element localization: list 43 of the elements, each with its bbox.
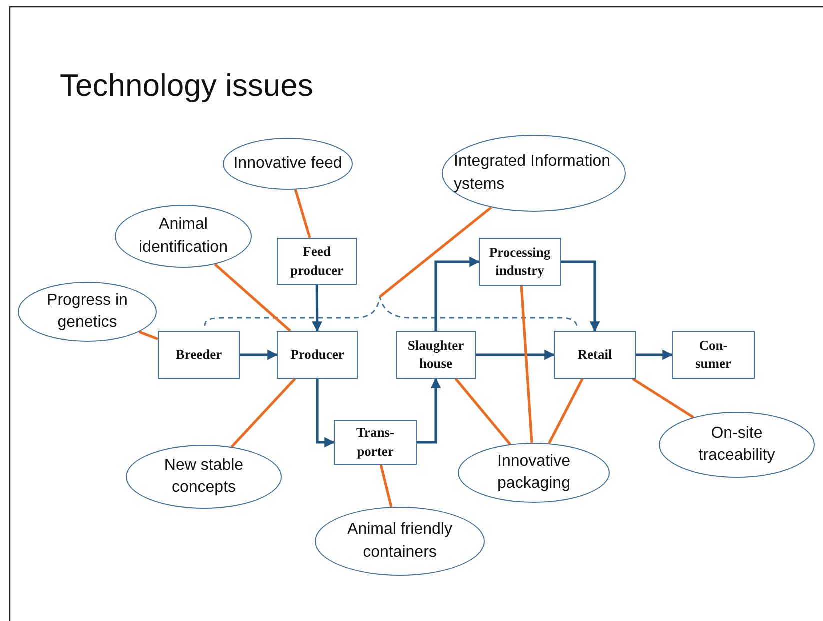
node-label: Animal identification (138, 215, 229, 258)
connector-line (520, 286, 534, 444)
node-label: Con- sumer (694, 336, 732, 373)
node-label: Innovative packaging (496, 452, 572, 494)
flow-arrow (636, 350, 674, 360)
node-label: New stable concepts (163, 456, 245, 498)
connector-line (138, 330, 158, 340)
node-label: Retail (576, 346, 614, 364)
node-label: Feed producer (290, 243, 344, 280)
flow-arrow (240, 350, 278, 360)
process-box (672, 331, 755, 379)
connector-line (632, 378, 694, 419)
flow-arrow (417, 378, 442, 444)
node-label: Slaughter house (406, 336, 466, 373)
node-label: Integrated Information ystems (454, 152, 612, 194)
process-box (277, 331, 358, 379)
process-box (554, 331, 636, 379)
node-label: Trans- porter (355, 424, 396, 461)
slide-title: Technology issues (60, 68, 314, 104)
node-label: Producer (290, 346, 346, 364)
process-box (277, 238, 357, 285)
connector-line (379, 206, 492, 298)
flow-arrow (312, 285, 323, 332)
node-label: On-site traceability (698, 424, 776, 466)
node-label: Processing industry (488, 244, 552, 280)
node-label: Breeder (174, 346, 224, 364)
node-label: Innovative feed (232, 154, 344, 174)
flow-arrow (434, 256, 480, 331)
process-box (334, 420, 417, 465)
node-label: Progress in genetics (46, 290, 129, 333)
connector-line (294, 189, 312, 238)
process-box (396, 331, 476, 379)
process-box (479, 238, 561, 286)
flow-arrow (476, 350, 556, 360)
process-box (158, 331, 240, 379)
connector-line (548, 378, 584, 444)
connector-line (380, 464, 393, 508)
flow-arrow (316, 379, 336, 448)
connector-line (454, 378, 512, 446)
node-label: Animal friendly containers (346, 520, 454, 562)
flow-arrow (561, 260, 600, 332)
connector-line (214, 263, 292, 332)
connector-line (230, 378, 296, 448)
